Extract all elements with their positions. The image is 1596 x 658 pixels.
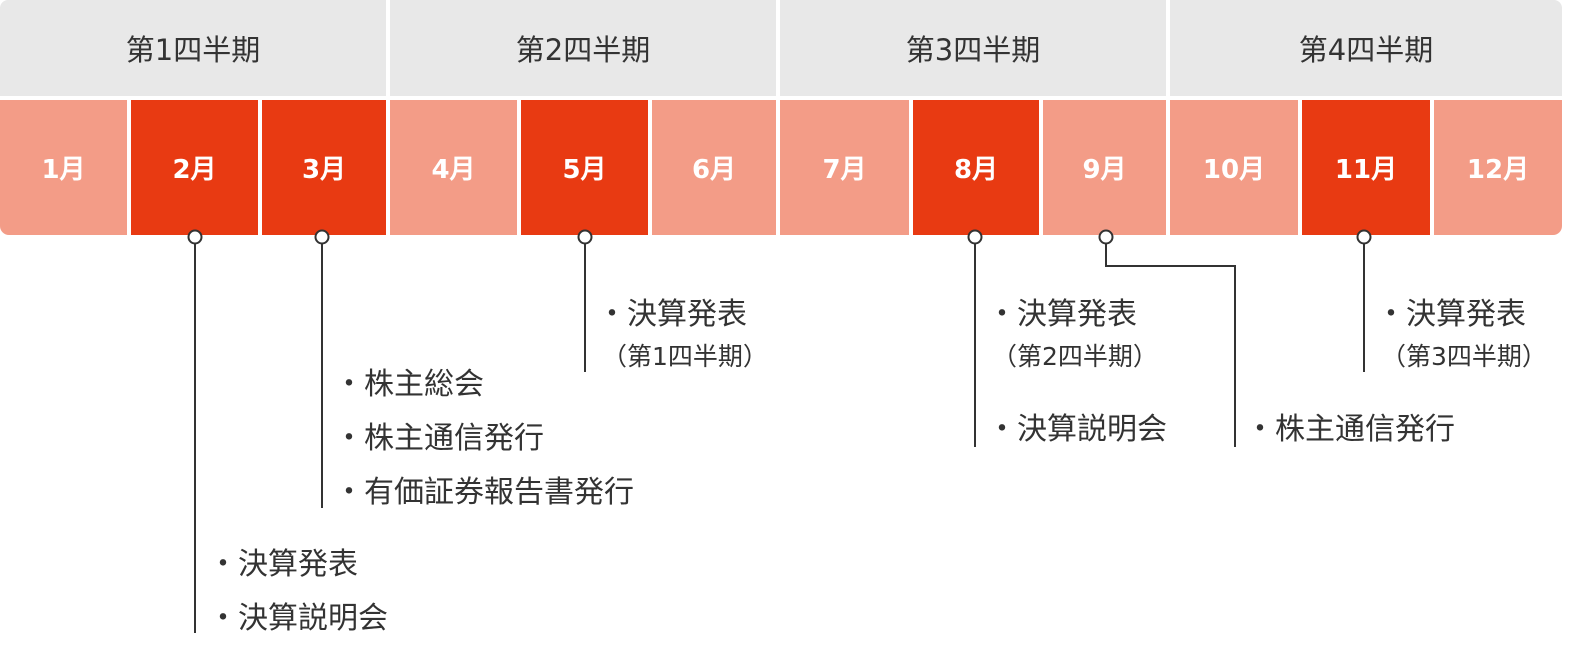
quarter-header-4: 第4四半期 bbox=[1170, 0, 1562, 96]
event-mar-1: ・株主総会 bbox=[334, 367, 484, 402]
month-cell-10: 10月 bbox=[1170, 100, 1298, 235]
month-cell-5: 5月 bbox=[521, 100, 648, 235]
quarter-header-3: 第3四半期 bbox=[780, 0, 1166, 96]
month-cell-12: 12月 bbox=[1434, 100, 1562, 235]
event-aug-title: ・決算発表 bbox=[987, 297, 1137, 332]
quarter-header-2: 第2四半期 bbox=[390, 0, 776, 96]
marker-feb bbox=[187, 229, 203, 245]
event-aug-sub: （第2四半期） bbox=[992, 342, 1158, 371]
event-sep-1: ・株主通信発行 bbox=[1245, 412, 1455, 447]
event-feb-1: ・決算発表 bbox=[208, 547, 358, 582]
marker-nov bbox=[1356, 229, 1372, 245]
month-cell-11: 11月 bbox=[1302, 100, 1430, 235]
event-feb-2: ・決算説明会 bbox=[208, 601, 388, 636]
marker-mar bbox=[314, 229, 330, 245]
month-cell-9: 9月 bbox=[1043, 100, 1166, 235]
marker-sep bbox=[1098, 229, 1114, 245]
month-cell-2: 2月 bbox=[131, 100, 258, 235]
month-cell-6: 6月 bbox=[652, 100, 776, 235]
marker-may bbox=[577, 229, 593, 245]
connector-sep bbox=[1105, 243, 1236, 447]
month-cell-3: 3月 bbox=[262, 100, 386, 235]
month-cell-1: 1月 bbox=[0, 100, 127, 235]
quarter-header-1: 第1四半期 bbox=[0, 0, 386, 96]
month-cell-4: 4月 bbox=[390, 100, 517, 235]
event-mar-3: ・有価証券報告書発行 bbox=[334, 475, 634, 510]
month-cell-7: 7月 bbox=[780, 100, 909, 235]
event-nov-sub: （第3四半期） bbox=[1381, 342, 1547, 371]
marker-aug bbox=[967, 229, 983, 245]
month-cell-8: 8月 bbox=[913, 100, 1039, 235]
event-nov-title: ・決算発表 bbox=[1376, 297, 1526, 332]
event-may-sub: （第1四半期） bbox=[602, 342, 768, 371]
event-mar-2: ・株主通信発行 bbox=[334, 421, 544, 456]
event-may-title: ・決算発表 bbox=[597, 297, 747, 332]
event-aug-extra: ・決算説明会 bbox=[987, 412, 1167, 447]
